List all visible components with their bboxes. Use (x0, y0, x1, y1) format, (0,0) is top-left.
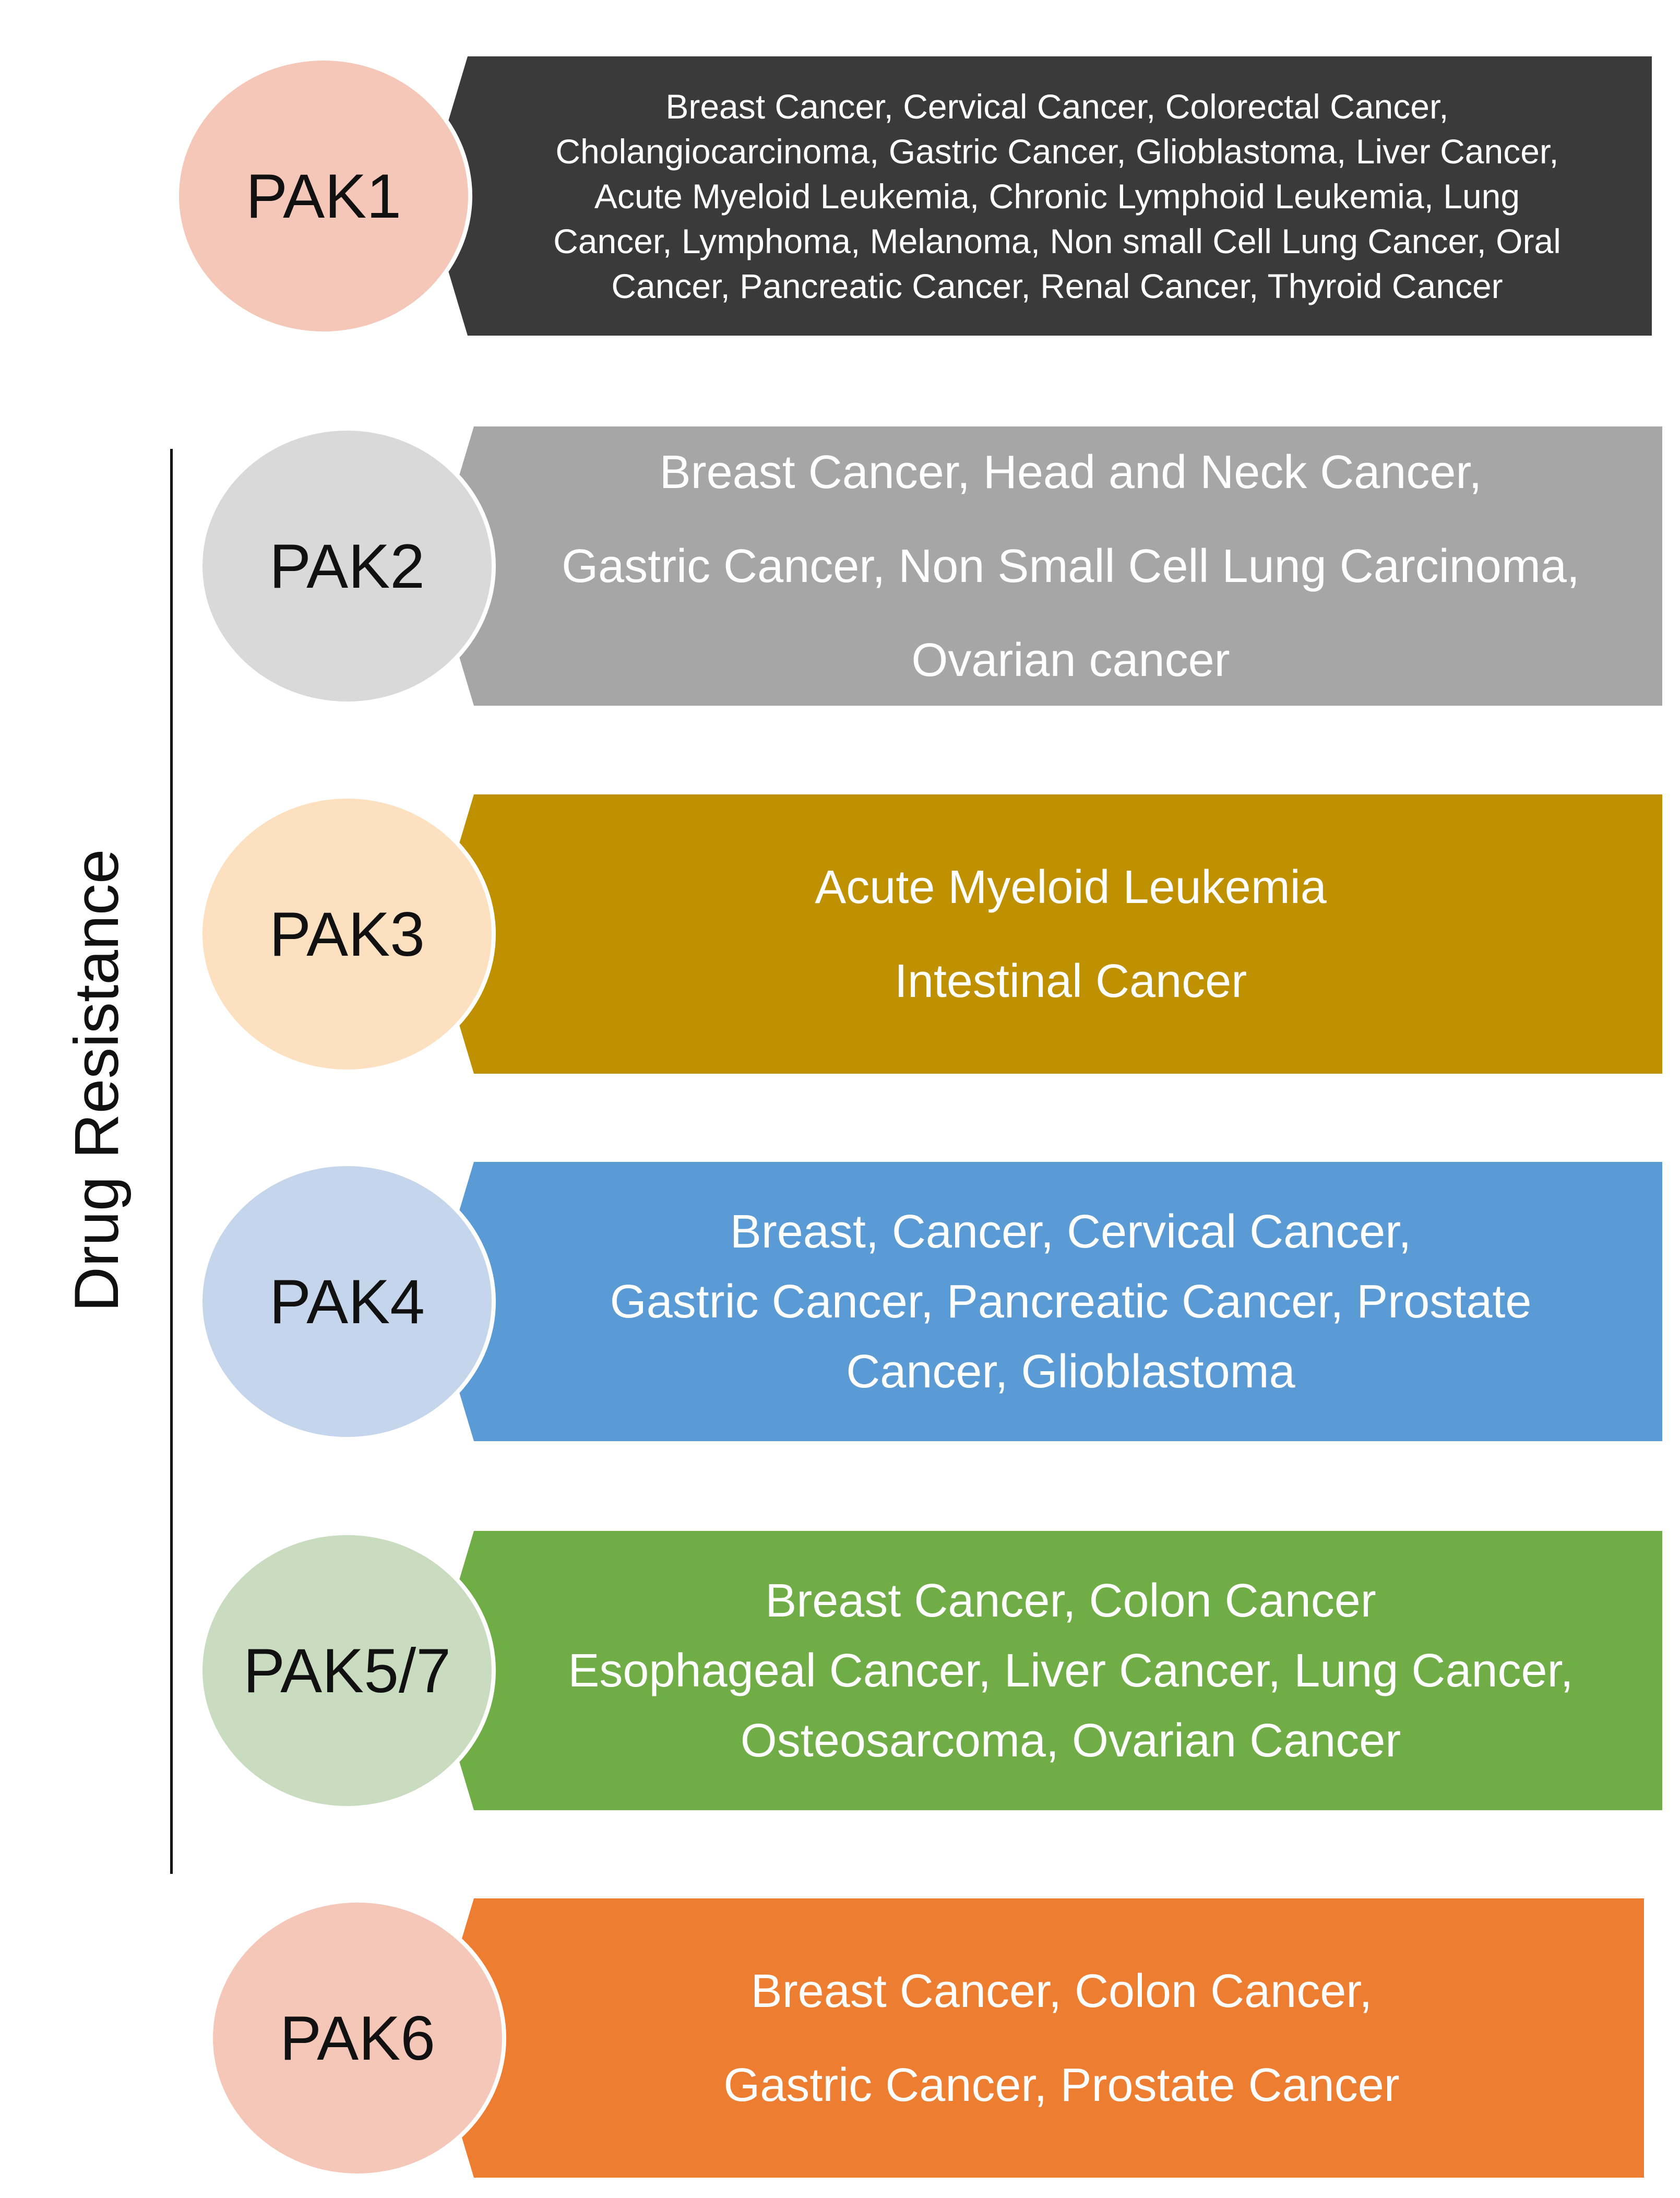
pak5-7-circle: PAK5/7 (198, 1531, 496, 1810)
drug-resistance-bracket-line (170, 449, 173, 1874)
pak3-cancer-band: Acute Myeloid Leukemia Intestinal Cancer (432, 794, 1662, 1074)
pak2-circle: PAK2 (198, 426, 496, 706)
pak5-7-cancer-list: Breast Cancer, Colon Cancer Esophageal C… (568, 1574, 1574, 1767)
pak6-cancer-list: Breast Cancer, Colon Cancer, Gastric Can… (723, 1965, 1400, 2111)
pak6-cancer-band: Breast Cancer, Colon Cancer, Gastric Can… (432, 1898, 1644, 2178)
pak5-7-cancer-band: Breast Cancer, Colon Cancer Esophageal C… (432, 1531, 1662, 1810)
pak3-circle: PAK3 (198, 794, 496, 1074)
pak4-cancer-band: Breast, Cancer, Cervical Cancer, Gastric… (432, 1162, 1662, 1441)
pak4-circle: PAK4 (198, 1162, 496, 1441)
pak4-cancer-list: Breast, Cancer, Cervical Cancer, Gastric… (610, 1205, 1532, 1398)
pak1-circle: PAK1 (175, 56, 472, 336)
pak3-cancer-list: Acute Myeloid Leukemia Intestinal Cancer (815, 861, 1327, 1007)
drug-resistance-label: Drug Resistance (62, 849, 132, 1312)
pak6-circle: PAK6 (209, 1898, 506, 2178)
pak1-cancer-list: Breast Cancer, Cervical Cancer, Colorect… (553, 87, 1561, 305)
pak1-cancer-band: Breast Cancer, Cervical Cancer, Colorect… (426, 56, 1652, 336)
pak2-cancer-list: Breast Cancer, Head and Neck Cancer, Gas… (562, 446, 1580, 686)
pak2-cancer-band: Breast Cancer, Head and Neck Cancer, Gas… (432, 426, 1662, 706)
